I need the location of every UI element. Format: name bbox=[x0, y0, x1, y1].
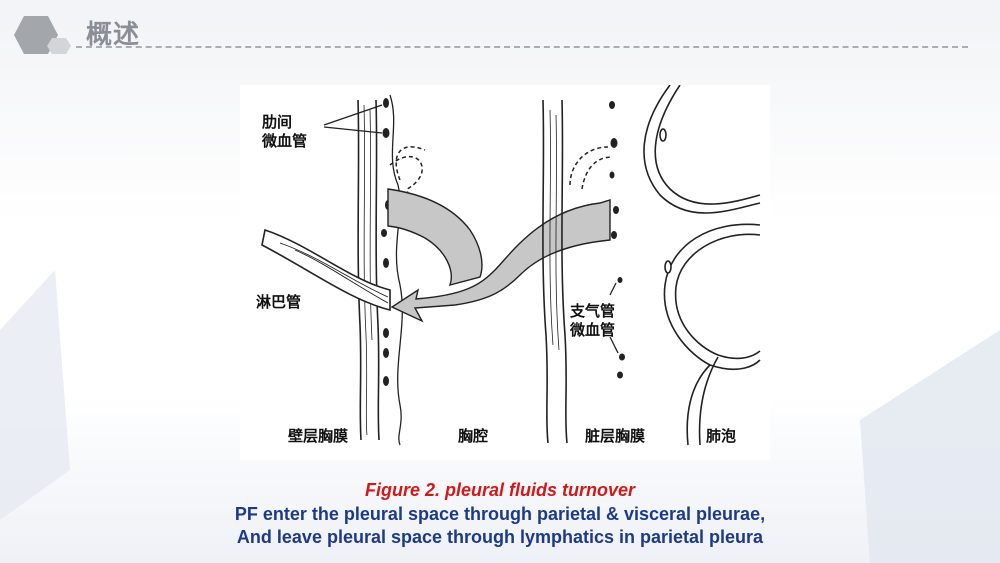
label-parietal-pleura: 壁层胸膜 bbox=[288, 427, 349, 445]
diagram-drawing bbox=[261, 85, 761, 446]
label-alveolus: 肺泡 bbox=[706, 427, 737, 445]
bronchial-capillary-cells bbox=[609, 101, 625, 379]
page-title: 概述 bbox=[86, 20, 141, 50]
label-lymphatics: 淋巴管 bbox=[256, 293, 302, 311]
fluid-flow-arrow bbox=[387, 188, 611, 323]
label-intercostal-text: 肋间 微血管 bbox=[262, 113, 308, 150]
label-visceral-pleura: 脏层胸膜 bbox=[585, 427, 646, 445]
header-divider bbox=[76, 46, 968, 48]
alveolus-walls bbox=[643, 85, 761, 446]
filtration-dashed-arrows bbox=[389, 146, 613, 194]
figure-caption-line-1: PF enter the pleural space through parie… bbox=[234, 504, 766, 524]
lymphatic-vessel bbox=[261, 228, 391, 312]
slide-header: 概述 bbox=[0, 0, 1000, 60]
parietal-capillary-cells bbox=[381, 98, 391, 386]
visceral-pleura-band bbox=[542, 99, 568, 444]
label-pointer-lines bbox=[323, 104, 619, 354]
label-bronchial-text: 支气管 微血管 bbox=[570, 302, 616, 339]
figure-caption-title: Figure 2. pleural fluids turnover bbox=[364, 480, 636, 500]
hexagon-logo-icon bbox=[14, 16, 71, 54]
label-intercostal-capillaries: 肋间 微血管 bbox=[262, 113, 307, 151]
label-pleural-cavity: 胸腔 bbox=[458, 427, 489, 445]
figure-caption-line-2: And leave pleural space through lymphati… bbox=[236, 527, 764, 547]
pleural-fluid-diagram: 肋间 微血管 淋巴管 支气管 微血管 壁层胸膜 胸腔 脏层胸膜 肺泡 bbox=[240, 85, 770, 460]
parietal-pleura-band bbox=[357, 94, 403, 446]
label-bronchial-capillaries: 支气管 微血管 bbox=[570, 302, 615, 340]
